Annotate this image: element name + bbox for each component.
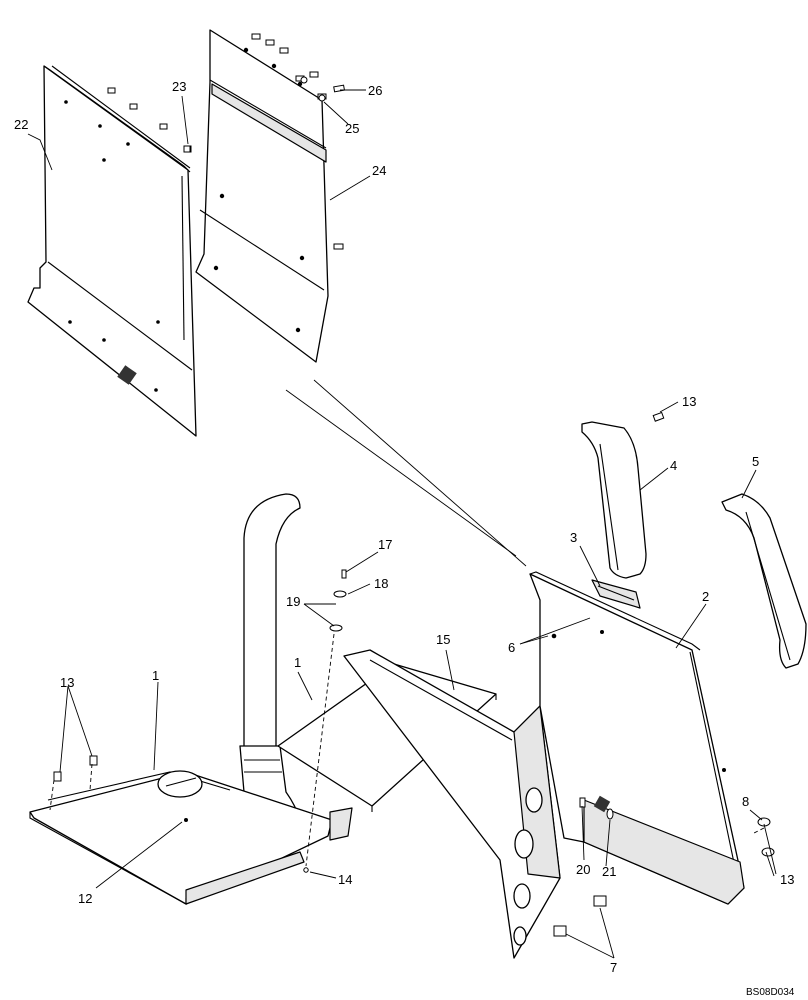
side-frame bbox=[343, 649, 561, 959]
drawing-reference: BS08D034 bbox=[746, 987, 795, 998]
side-trim-4 bbox=[581, 421, 647, 579]
callout-13-right: 13 bbox=[780, 872, 794, 887]
callout-4: 4 bbox=[670, 458, 677, 473]
callout-17: 17 bbox=[378, 537, 392, 552]
callout-14: 14 bbox=[338, 872, 352, 887]
callout-13-top: 13 bbox=[682, 394, 696, 409]
callout-22: 22 bbox=[14, 117, 28, 132]
callout-15: 15 bbox=[436, 632, 450, 647]
callout-1-lower: 1 bbox=[152, 668, 159, 683]
callout-18: 18 bbox=[374, 576, 388, 591]
panel-label-decal bbox=[117, 365, 137, 385]
callout-23: 23 bbox=[172, 79, 186, 94]
callout-24: 24 bbox=[372, 163, 386, 178]
callout-6: 6 bbox=[508, 640, 515, 655]
callout-21: 21 bbox=[602, 864, 616, 879]
callout-26: 26 bbox=[368, 83, 382, 98]
callout-13-left: 13 bbox=[60, 675, 74, 690]
callout-12: 12 bbox=[78, 891, 92, 906]
callout-labels: 22 23 24 25 26 13 4 5 3 2 6 17 18 19 15 … bbox=[14, 79, 795, 998]
callout-3: 3 bbox=[570, 530, 577, 545]
rear-panel-22 bbox=[27, 65, 197, 437]
side-trim-5 bbox=[721, 493, 807, 669]
callout-25: 25 bbox=[345, 121, 359, 136]
callout-19: 19 bbox=[286, 594, 300, 609]
callout-1-upper: 1 bbox=[294, 655, 301, 670]
callout-5: 5 bbox=[752, 454, 759, 469]
base-plate-1 bbox=[29, 770, 353, 905]
callout-2: 2 bbox=[702, 589, 709, 604]
cover-panel-24 bbox=[195, 29, 344, 363]
upright-panel-2 bbox=[529, 571, 745, 905]
bracket-3 bbox=[591, 579, 641, 609]
fasteners bbox=[53, 84, 775, 937]
callout-20: 20 bbox=[576, 862, 590, 877]
leader-lines bbox=[27, 89, 777, 959]
callout-7: 7 bbox=[610, 960, 617, 975]
callout-8: 8 bbox=[742, 794, 749, 809]
